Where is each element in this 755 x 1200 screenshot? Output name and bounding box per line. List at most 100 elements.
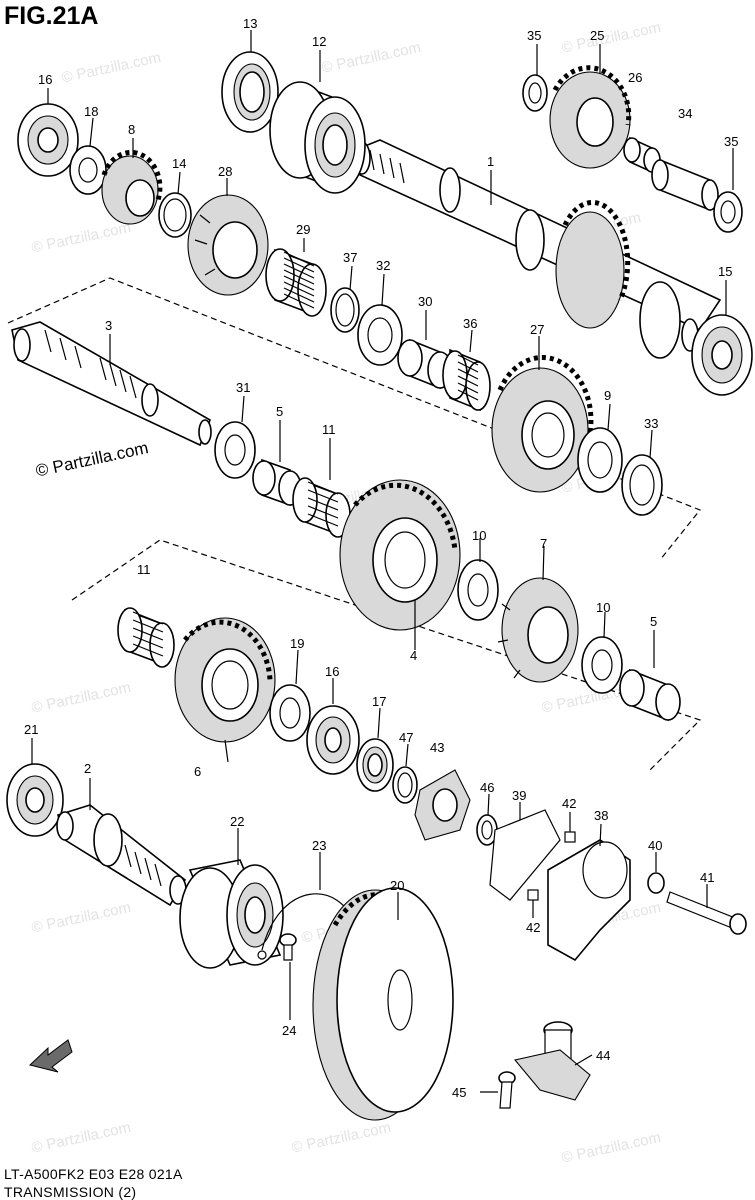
fwd-arrow-icon	[28, 1039, 73, 1073]
part-label: 14	[172, 156, 186, 171]
part-label: 32	[376, 258, 390, 273]
circlip-part-14	[158, 192, 192, 238]
part-label: 18	[84, 104, 98, 119]
gear-part-20	[312, 887, 454, 1121]
part-label: 21	[24, 722, 38, 737]
part-label: 35	[527, 28, 541, 43]
part-label: 27	[530, 322, 544, 337]
washer-part-40	[647, 872, 665, 894]
part-labels: 1 2 3 4 5 5 6 7 8 9 10 10 11 11 12 13 14…	[24, 16, 738, 1100]
part-label: 42	[526, 920, 540, 935]
oil-seal-part-13	[221, 51, 279, 133]
group-box-upper	[7, 277, 701, 561]
shift-cam-part-43	[414, 769, 471, 841]
washer-part-19	[269, 684, 311, 742]
figure-title: FIG.21A	[4, 2, 99, 30]
part-label: 4	[410, 648, 417, 663]
part-label: 11	[137, 562, 151, 577]
countershaft-part-1	[353, 139, 722, 359]
bearing-part-22	[179, 859, 284, 969]
output-shaft-part-2	[56, 804, 187, 907]
part-label: 28	[218, 164, 232, 179]
sensor-part-44	[513, 1021, 591, 1101]
part-label: 39	[512, 788, 526, 803]
part-label: 3	[105, 318, 112, 333]
gasket-part-39	[489, 809, 561, 901]
part-label: 17	[372, 694, 386, 709]
part-label: 13	[243, 16, 257, 31]
part-label: 1	[487, 154, 494, 169]
part-label: 16	[325, 664, 339, 679]
part-label: 43	[430, 740, 444, 755]
part-label: 47	[399, 730, 413, 745]
part-label: 20	[390, 878, 404, 893]
cover-part-38	[547, 839, 631, 962]
part-label: 44	[596, 1048, 610, 1063]
footer-model-line: LT-A500FK2 E03 E28 021A	[4, 1166, 183, 1182]
gear-part-28	[187, 194, 269, 296]
washer-part-18	[69, 145, 107, 195]
part-label: 16	[38, 72, 52, 87]
circlip-part-47	[392, 766, 418, 804]
bushing-part-5-upper	[252, 458, 302, 507]
part-label: 29	[296, 222, 310, 237]
gear-part-7	[497, 577, 579, 683]
part-label: 42	[562, 796, 576, 811]
washer-part-9	[577, 427, 623, 493]
circlip-part-37	[330, 287, 360, 333]
gear-part-27	[491, 354, 594, 493]
part-label: 11	[322, 422, 336, 437]
bearing-part-12	[269, 81, 366, 194]
part-label: 6	[194, 764, 201, 779]
part-label: 40	[648, 838, 662, 853]
circlip-part-33	[621, 454, 663, 516]
bolt-part-45	[498, 1071, 516, 1109]
washer-part-35-right	[713, 191, 743, 233]
part-label: 34	[678, 106, 692, 121]
part-label: 45	[452, 1085, 466, 1100]
part-label: 25	[590, 28, 604, 43]
leader-lines	[31, 30, 734, 1093]
part-label: 7	[540, 536, 547, 551]
gear-part-4	[339, 479, 461, 631]
washer-part-10-lower	[581, 636, 623, 694]
part-label: 2	[84, 761, 91, 776]
dowel-pin-part-42b	[527, 889, 539, 901]
part-label: 12	[312, 34, 326, 49]
dowel-pin-part-42a	[564, 831, 576, 843]
driveshaft-part-3	[11, 321, 212, 447]
gear-part-6	[174, 617, 276, 743]
part-label: 9	[604, 388, 611, 403]
splined-washer-part-31	[214, 421, 256, 479]
part-label: 5	[276, 404, 283, 419]
part-label: 10	[472, 528, 486, 543]
needle-bearing-part-29	[265, 248, 327, 317]
part-label: 30	[418, 294, 432, 309]
bushing-part-30	[397, 338, 453, 390]
gear-part-25	[549, 65, 632, 169]
part-label: 36	[463, 316, 477, 331]
bearing-part-15	[691, 314, 753, 396]
part-label: 10	[596, 600, 610, 615]
footer-section-line: TRANSMISSION (2)	[4, 1184, 137, 1200]
bolt-part-41	[666, 891, 747, 935]
bearing-part-21	[6, 763, 64, 837]
part-label: 41	[700, 870, 714, 885]
part-label: 5	[650, 614, 657, 629]
part-label: 31	[236, 380, 250, 395]
oil-seal-part-17	[356, 738, 394, 792]
splined-washer-part-32	[357, 304, 403, 366]
washer-part-10-upper	[457, 559, 499, 621]
bearing-part-16-lower	[306, 705, 360, 775]
needle-bearing-part-11-upper	[292, 477, 351, 538]
part-label: 15	[718, 264, 732, 279]
needle-bearing-part-36	[442, 348, 491, 412]
spacer-part-34	[651, 158, 719, 212]
part-label: 33	[644, 416, 658, 431]
part-label: 22	[230, 814, 244, 829]
bolt-part-24	[279, 933, 297, 961]
part-label: 35	[724, 134, 738, 149]
part-label: 23	[312, 838, 326, 853]
part-label: 38	[594, 808, 608, 823]
